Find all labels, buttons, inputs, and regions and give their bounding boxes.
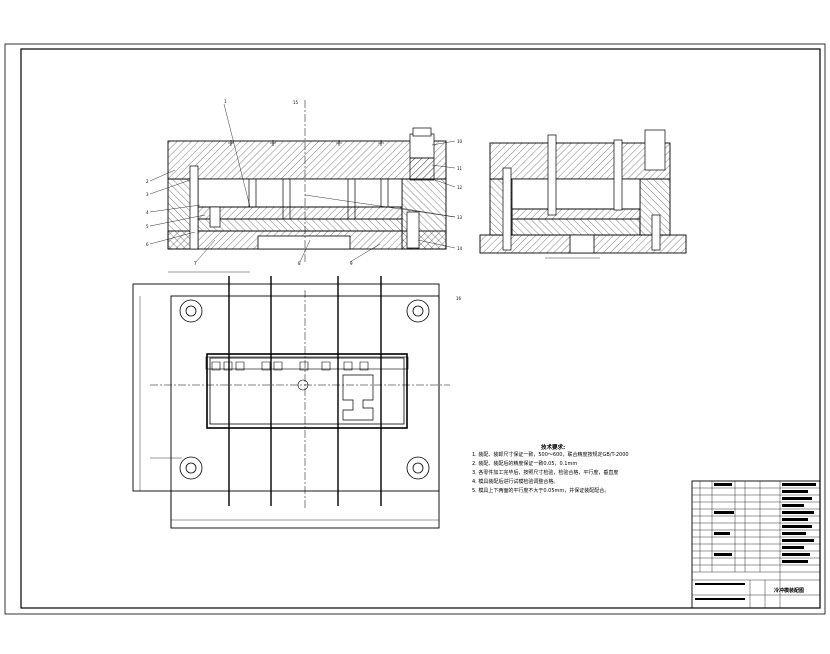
part-number-15: 15: [293, 100, 299, 105]
main-section-view: [149, 100, 456, 263]
part-number-6: 6: [146, 242, 149, 247]
part-number-2: 2: [146, 179, 149, 184]
side-section-view: [479, 129, 687, 259]
part-number-7: 7: [194, 261, 197, 266]
outer-frame: [4, 43, 826, 615]
requirement-line: 4. 模具装配后进行试模检验调整合格。: [472, 479, 559, 485]
inner-frame: [20, 48, 821, 609]
part-number-12: 12: [457, 185, 463, 190]
part-number-5: 5: [146, 224, 149, 229]
part-number-14: 14: [457, 246, 463, 251]
part-number-4: 4: [146, 210, 149, 215]
requirement-line: 3. 各零件加工完毕后，按照尺寸检验，检验合格，平行度，垂直度: [472, 470, 619, 476]
requirement-line: 5. 模具上下两面的平行度不大于0.05mm，并保证装配配合。: [472, 488, 610, 494]
plan-view: [132, 271, 450, 529]
drawing-name: 冷冲模装配图: [774, 588, 805, 594]
part-number-8: 8: [298, 261, 301, 266]
part-number-3: 3: [146, 192, 149, 197]
part-number-9: 9: [350, 261, 353, 266]
title-block: [691, 480, 821, 609]
part-number-1: 1: [224, 99, 227, 104]
technical-requirements-heading: 技术要求:: [541, 445, 566, 451]
part-number-13: 13: [457, 215, 463, 220]
part-number-11: 11: [457, 166, 463, 171]
requirement-line: 2. 装配、装配后的精度保证一致0.05，0.1mm: [472, 461, 578, 467]
part-number-10: 10: [457, 139, 463, 144]
requirement-line: 1. 装配、装卸尺寸保证一致，500～600，联合精度按规定GB/T-2000: [472, 452, 629, 458]
part-number-16: 16: [456, 296, 462, 301]
